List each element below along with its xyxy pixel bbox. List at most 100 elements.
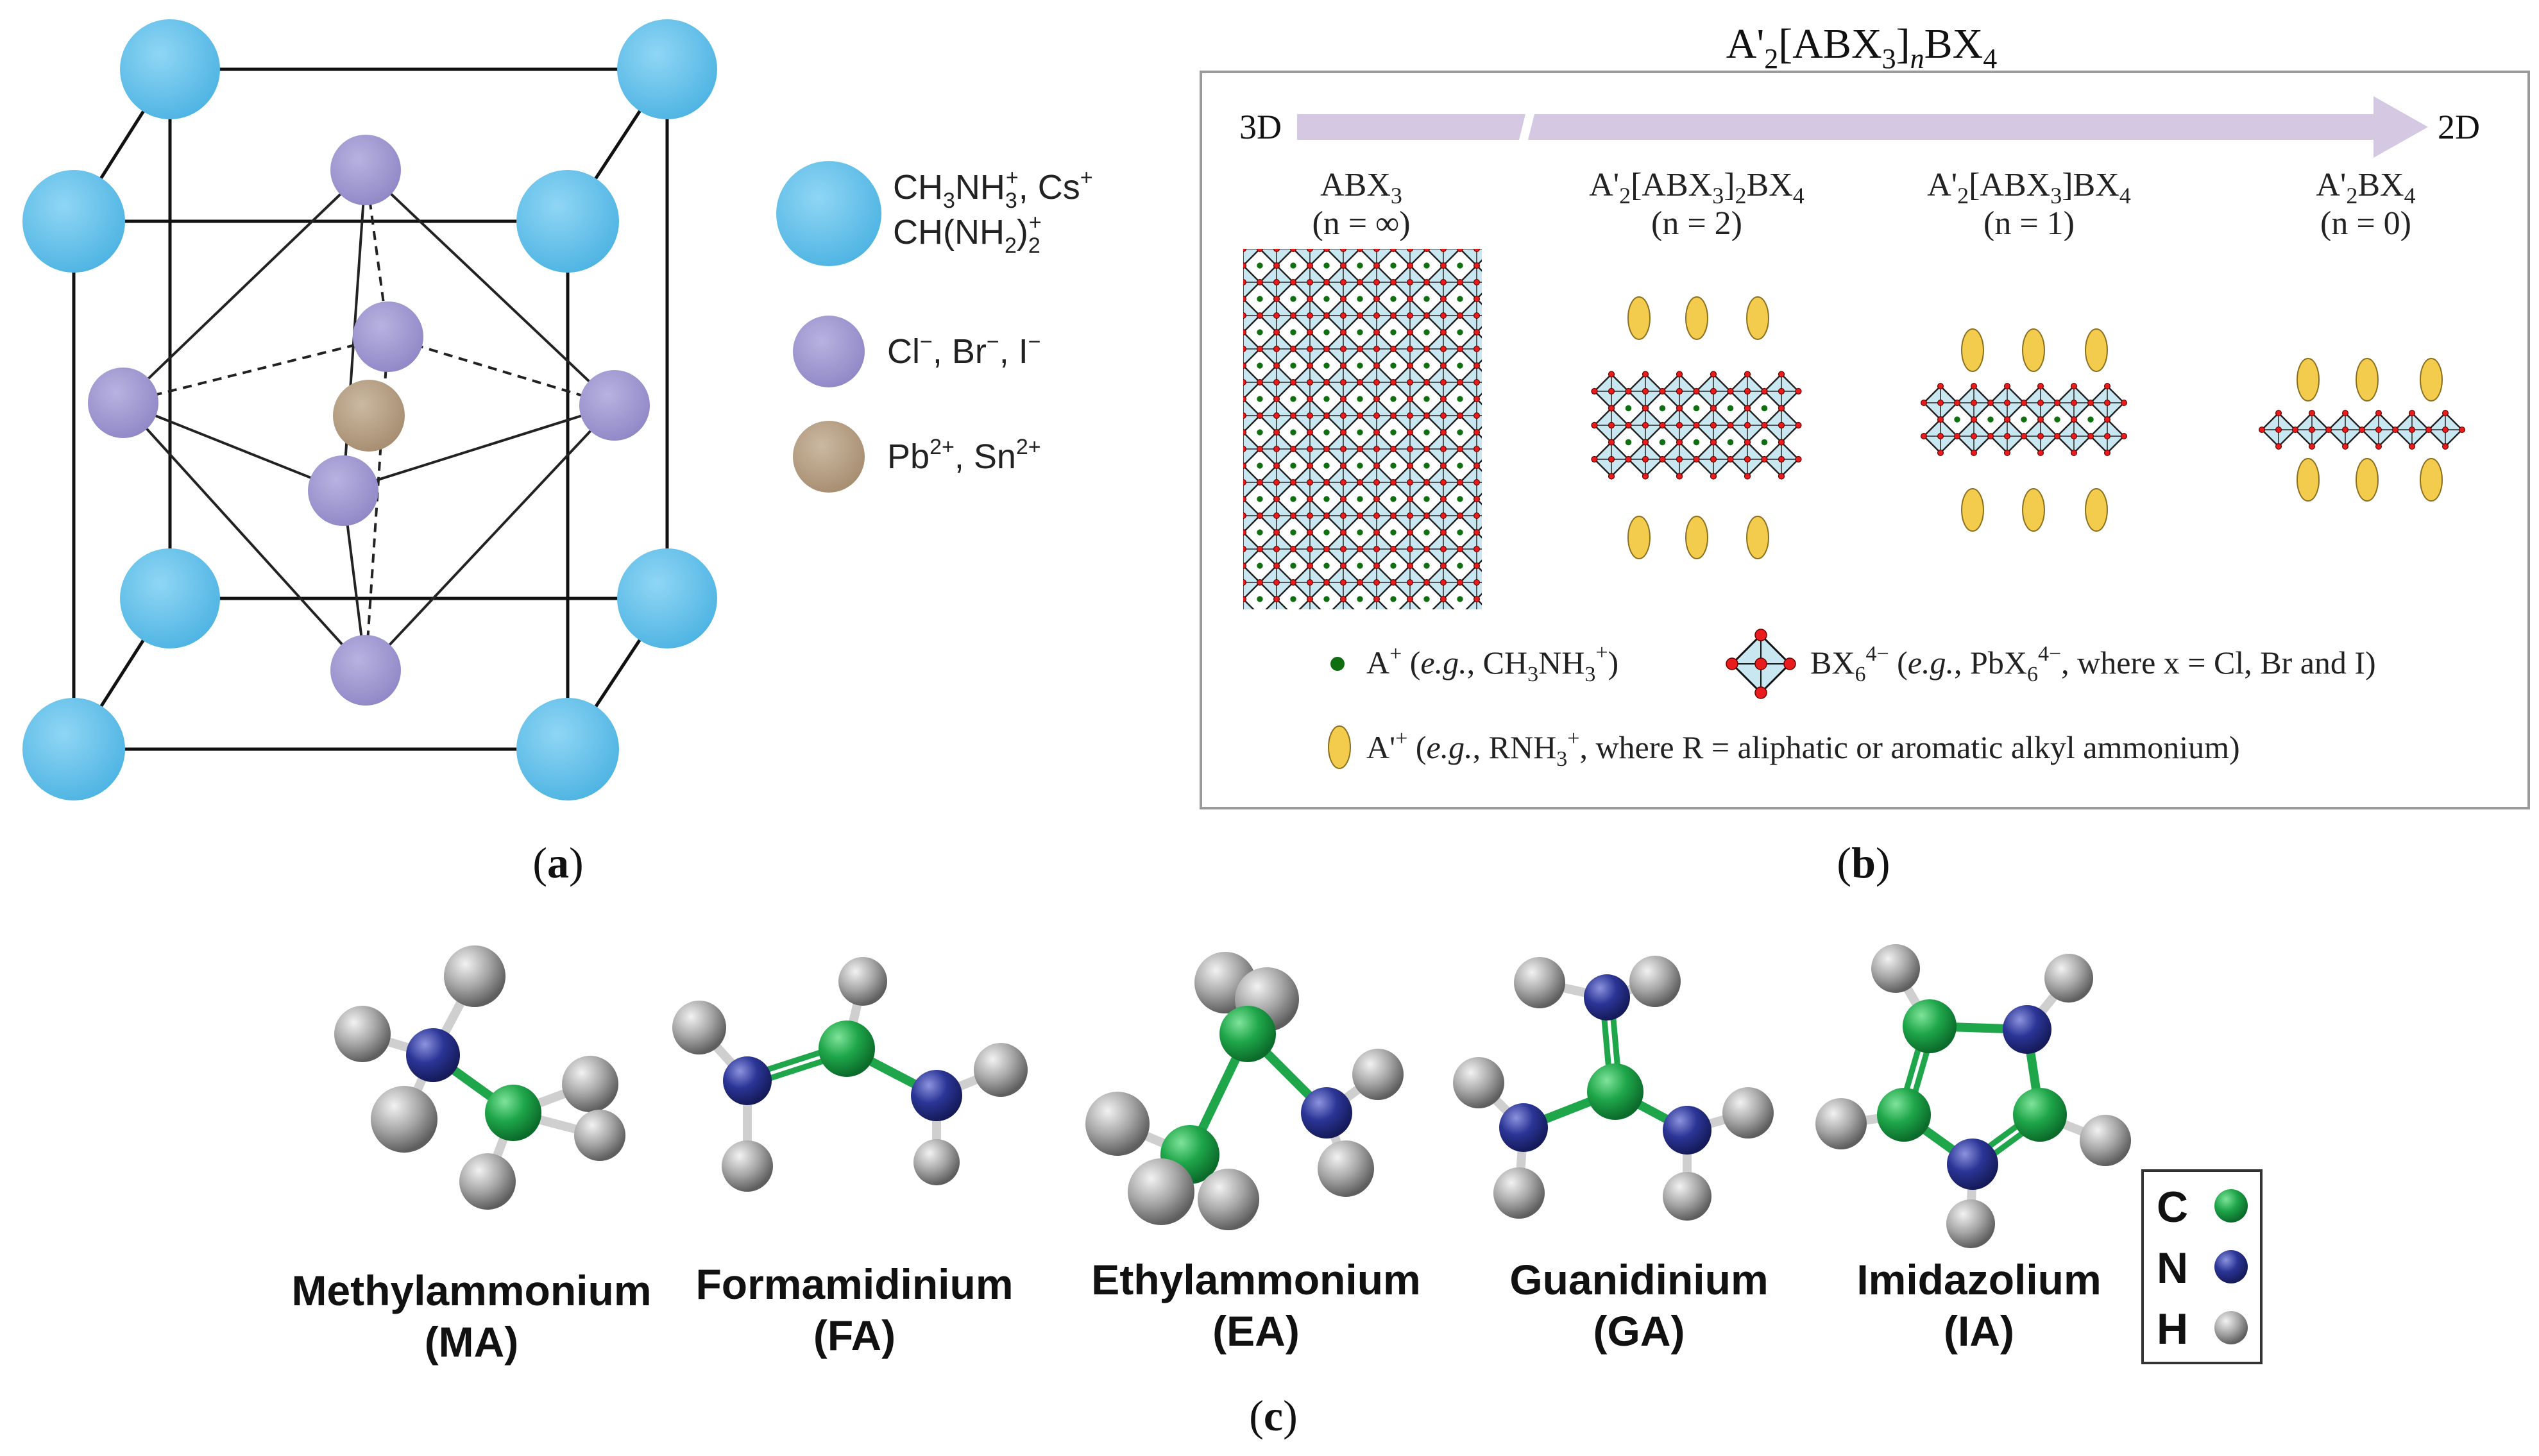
bx6-octahedron: [1243, 598, 1255, 609]
x-atom: [2070, 399, 2078, 407]
x-atom: [1356, 545, 1364, 553]
x-atom: [1456, 312, 1464, 319]
x-atom: [1439, 278, 1447, 286]
carbon-atom: [1877, 1088, 1931, 1142]
x-atom: [1439, 529, 1447, 536]
x-atom: [1256, 478, 1264, 486]
panel-a-legend: CH3NH3+, Cs+ CH(NH2)2+ Cl−, Br−, I− Pb2+…: [776, 161, 1093, 493]
a-cation: [1693, 439, 1700, 446]
element-symbol: N: [2157, 1244, 2188, 1292]
x-atom: [2070, 382, 2078, 390]
element-symbol: C: [2157, 1183, 2188, 1232]
a-cation-label: A+ (e.g., CH3NH3+): [1366, 641, 1618, 686]
hydrogen-atom: [1493, 1167, 1545, 1219]
molecule-name: Guanidinium: [1509, 1256, 1768, 1303]
x-atom: [1356, 278, 1364, 286]
x-atom: [1243, 262, 1247, 269]
x-atom: [1439, 295, 1447, 303]
a-site-atom: [120, 19, 220, 119]
x-atom: [1744, 473, 1751, 480]
a-cation: [1290, 596, 1296, 602]
x-atom: [1456, 278, 1464, 286]
x-atom: [1439, 562, 1447, 570]
x-atom: [1373, 495, 1380, 503]
x-atom: [1289, 249, 1297, 253]
hydrogen-atom: [1663, 1172, 1711, 1221]
x-atom: [1339, 462, 1347, 470]
x-atom: [1473, 345, 1481, 353]
x-atom: [1289, 312, 1297, 319]
a-prime-cation: [1746, 296, 1769, 340]
a-cation: [1357, 262, 1363, 269]
x-atom: [1273, 529, 1280, 536]
legend-b-site: Pb2+, Sn2+: [793, 421, 1041, 493]
x-atom: [1439, 462, 1447, 470]
a-prime-cation: [1746, 516, 1769, 559]
x-atom: [2408, 443, 2416, 450]
nitrogen-atom: [406, 1028, 460, 1082]
molecule-abbr: (EA): [1212, 1307, 1300, 1355]
x-atom: [1473, 312, 1481, 319]
x-atom: [1473, 478, 1481, 486]
x-atom: [1423, 512, 1431, 520]
x-atom: [1373, 595, 1380, 603]
carbon-atom: [1903, 999, 1957, 1053]
hydrogen-atom: [334, 1006, 391, 1062]
x-atom: [1761, 421, 1768, 429]
x-atom: [2037, 432, 2044, 440]
hydrogen-atom: [1198, 1169, 1259, 1230]
x-atom: [1456, 345, 1464, 353]
x-atom: [1306, 579, 1314, 586]
x-atom: [1608, 421, 1615, 429]
x-atom: [2087, 432, 2094, 440]
x-atom: [1439, 328, 1447, 336]
a-cation: [1423, 529, 1430, 536]
a-prime-cation: [2420, 458, 2443, 502]
x-atom: [1373, 312, 1380, 319]
bx6-label: BX64− (e.g., PbX64−, where x = Cl, Br an…: [1810, 642, 2376, 686]
x-atom: [1795, 455, 1802, 463]
a-cation: [1357, 563, 1363, 569]
x-atom: [1306, 278, 1314, 286]
a-cation: [1357, 396, 1363, 402]
x-atom: [1439, 445, 1447, 453]
hydrogen-atom: [1128, 1158, 1194, 1225]
structure-header-n1: A'2[ABX3]BX4 (n = 1): [1927, 167, 2131, 242]
hydrogen-atom: [2044, 954, 2093, 1003]
x-atom: [1339, 562, 1347, 570]
a-cation: [1257, 296, 1263, 302]
a-cation: [1625, 439, 1632, 446]
x-atom: [1423, 378, 1431, 386]
x-atom: [1273, 412, 1280, 419]
a-site-atom: [617, 548, 717, 648]
x-atom: [1937, 449, 1944, 457]
octahedron-edge-hidden: [387, 335, 615, 407]
x-atom: [2391, 426, 2399, 434]
molecule-abbr: (FA): [813, 1312, 896, 1359]
a-prime-swatch: [1328, 725, 1351, 769]
caption-c: (c): [1249, 1391, 1298, 1440]
a-cation: [1390, 396, 1397, 402]
x-atom: [2070, 416, 2078, 423]
a-cation: [1457, 362, 1463, 369]
structure-headers: ABX3 (n = ∞) A'2[ABX3]2BX4 (n = 2) A'2[A…: [1312, 167, 2415, 242]
x-atom: [2020, 399, 2028, 407]
x-atom: [2070, 449, 2078, 457]
structure-header-n0: A'2BX4 (n = 0): [2316, 167, 2415, 242]
structure-header-n2: A'2[ABX3]2BX4 (n = 2): [1589, 167, 1804, 242]
x-atom: [1373, 579, 1380, 586]
x-atom: [1323, 249, 1330, 253]
x-atom: [1273, 328, 1280, 336]
x-atom: [1727, 387, 1734, 395]
x-site-atom: [353, 301, 423, 372]
x-atom: [2037, 382, 2044, 390]
x-atom: [1423, 579, 1431, 586]
x-atom: [1591, 421, 1598, 429]
a-cation: [1323, 462, 1330, 469]
x-atom: [1339, 295, 1347, 303]
x-atom: [1243, 495, 1247, 503]
a-cation: [1257, 563, 1263, 569]
x-atom: [1608, 405, 1615, 412]
x-atom: [1744, 387, 1751, 395]
x-atom: [1373, 395, 1380, 403]
